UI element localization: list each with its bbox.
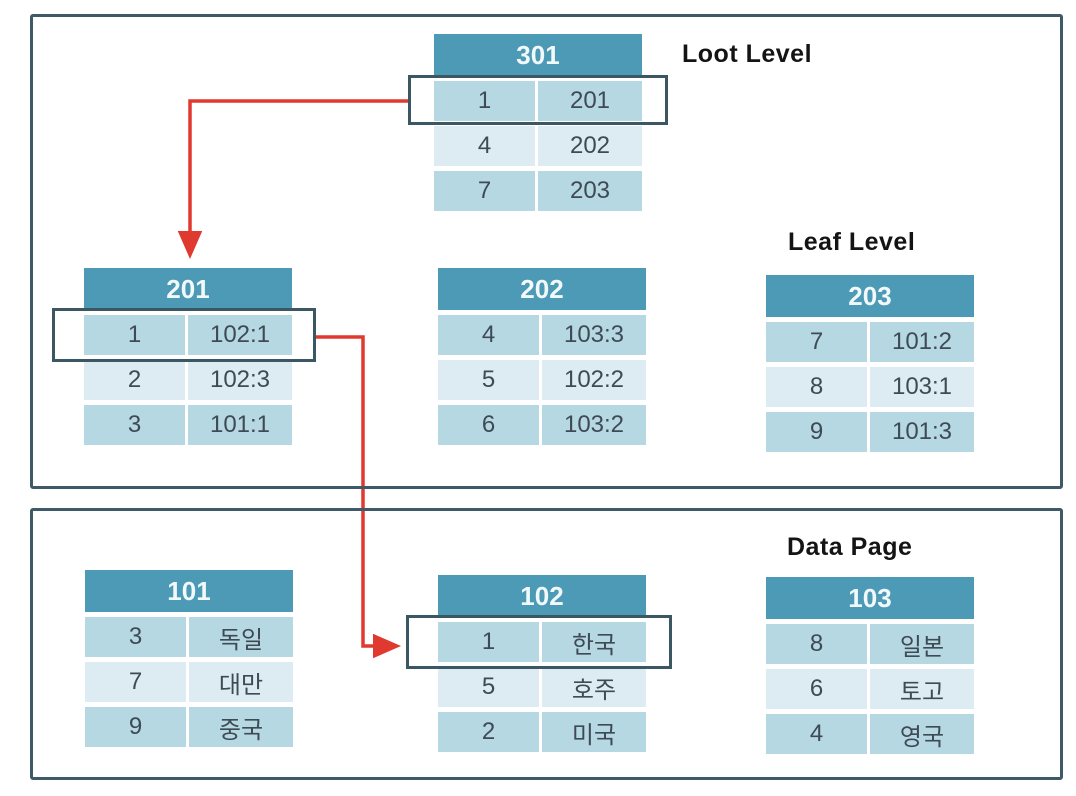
value-cell: 독일 <box>218 626 264 654</box>
page-header-202: 202 <box>438 268 646 310</box>
page-table-201: 201 1 102:1 2 102:3 3 101:1 <box>84 268 292 445</box>
page-table-301: 301 1 201 4 202 7 203 <box>434 34 642 211</box>
table-row: 1 102:1 <box>84 315 292 355</box>
table-row: 1 201 <box>434 81 642 121</box>
pointer-cell: 102:3 <box>209 366 271 393</box>
table-row: 2 102:3 <box>84 360 292 400</box>
table-row: 6 토고 <box>766 669 974 709</box>
key-cell: 9 <box>85 707 189 747</box>
table-row: 8 일본 <box>766 624 974 664</box>
value-cell: 토고 <box>899 678 945 706</box>
pointer-cell: 101:3 <box>891 418 953 445</box>
key-cell: 7 <box>434 171 538 211</box>
key-cell: 4 <box>434 126 538 166</box>
value-cell: 한국 <box>571 631 617 659</box>
table-row: 8 103:1 <box>766 367 974 407</box>
key-cell: 6 <box>438 405 542 445</box>
page-table-103: 103 8 일본 6 토고 4 영국 <box>766 577 974 754</box>
table-row: 6 103:2 <box>438 405 646 445</box>
table-row: 5 102:2 <box>438 360 646 400</box>
key-cell: 4 <box>766 714 870 754</box>
leaf-level-label: Leaf Level <box>788 228 916 256</box>
pointer-cell: 203 <box>569 177 611 204</box>
value-cell: 호주 <box>571 676 617 704</box>
arrow-201-to-102 <box>313 335 401 659</box>
key-cell: 1 <box>438 622 542 662</box>
key-cell: 1 <box>434 81 538 121</box>
pointer-cell: 101:2 <box>891 328 953 355</box>
page-table-202: 202 4 103:3 5 102:2 6 103:2 <box>438 268 646 445</box>
page-header-102: 102 <box>438 575 646 617</box>
key-cell: 9 <box>766 412 870 452</box>
page-header-301: 301 <box>434 34 642 76</box>
value-cell: 대만 <box>218 671 264 699</box>
key-cell: 3 <box>84 405 188 445</box>
pointer-cell: 201 <box>569 87 611 114</box>
key-cell: 1 <box>84 315 188 355</box>
page-header-201: 201 <box>84 268 292 310</box>
key-cell: 8 <box>766 367 870 407</box>
key-cell: 7 <box>85 662 189 702</box>
key-cell: 7 <box>766 322 870 362</box>
key-cell: 5 <box>438 360 542 400</box>
data-page-label: Data Page <box>787 533 913 561</box>
pointer-cell: 202 <box>569 132 611 159</box>
table-row: 7 101:2 <box>766 322 974 362</box>
key-cell: 2 <box>438 712 542 752</box>
table-row: 2 미국 <box>438 712 646 752</box>
value-cell: 중국 <box>218 716 264 744</box>
arrow-301-to-201 <box>177 99 408 259</box>
key-cell: 6 <box>766 669 870 709</box>
table-row: 4 202 <box>434 126 642 166</box>
root-level-label: Loot Level <box>682 40 813 68</box>
value-cell: 미국 <box>571 721 617 749</box>
value-cell: 영국 <box>899 723 945 751</box>
table-row: 4 103:3 <box>438 315 646 355</box>
table-row: 1 한국 <box>438 622 646 662</box>
pointer-cell: 103:3 <box>563 321 625 348</box>
table-row: 5 호주 <box>438 667 646 707</box>
page-header-101: 101 <box>85 570 293 612</box>
table-row: 4 영국 <box>766 714 974 754</box>
key-cell: 4 <box>438 315 542 355</box>
table-row: 3 101:1 <box>84 405 292 445</box>
key-cell: 5 <box>438 667 542 707</box>
key-cell: 3 <box>85 617 189 657</box>
pointer-cell: 103:2 <box>563 411 625 438</box>
value-cell: 일본 <box>899 633 945 661</box>
pointer-cell: 103:1 <box>891 373 953 400</box>
table-row: 3 독일 <box>85 617 293 657</box>
page-header-203: 203 <box>766 275 974 317</box>
table-row: 7 203 <box>434 171 642 211</box>
page-header-103: 103 <box>766 577 974 619</box>
table-row: 7 대만 <box>85 662 293 702</box>
table-row: 9 101:3 <box>766 412 974 452</box>
page-table-101: 101 3 독일 7 대만 9 중국 <box>85 570 293 747</box>
page-table-102: 102 1 한국 5 호주 2 미국 <box>438 575 646 752</box>
key-cell: 8 <box>766 624 870 664</box>
pointer-cell: 102:2 <box>563 366 625 393</box>
pointer-cell: 101:1 <box>209 411 271 438</box>
page-table-203: 203 7 101:2 8 103:1 9 101:3 <box>766 275 974 452</box>
table-row: 9 중국 <box>85 707 293 747</box>
pointer-cell: 102:1 <box>209 321 271 348</box>
key-cell: 2 <box>84 360 188 400</box>
